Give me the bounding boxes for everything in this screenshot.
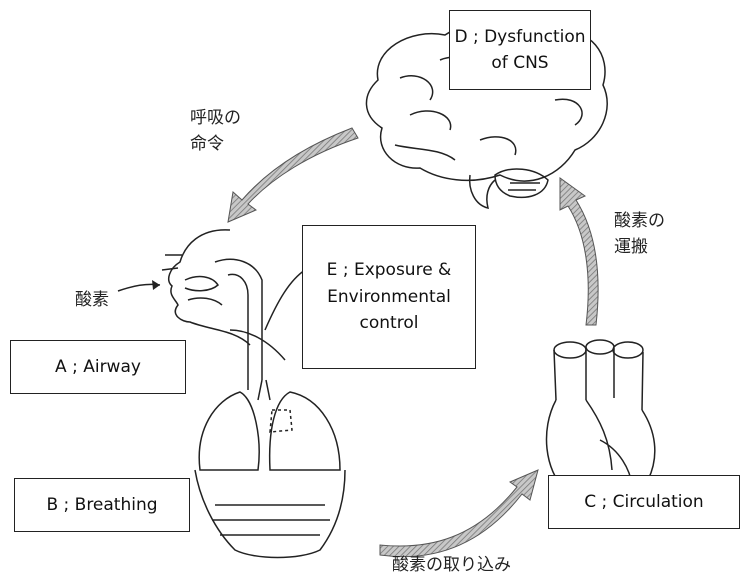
box-a-airway: A ; Airway [10, 340, 186, 394]
box-e-line1: E ; Exposure & [327, 257, 452, 283]
arrow-oxygen-transport [560, 178, 598, 325]
box-d-dysfunction-cns: D ; Dysfunction of CNS [449, 10, 591, 90]
box-e-line2: Environmental [327, 284, 451, 310]
box-d-line1: D ; Dysfunction [454, 24, 585, 50]
label-breathing-command: 呼吸の 命令 [190, 105, 241, 158]
box-e-exposure: E ; Exposure & Environmental control [302, 225, 476, 369]
box-a-label: A ; Airway [55, 354, 141, 380]
arrowhead-oxygen-inhale [152, 280, 160, 290]
box-e-line3: control [360, 310, 419, 336]
label-oxygen-transport-line2: 運搬 [614, 234, 665, 260]
box-d-line2: of CNS [491, 50, 548, 76]
label-breathing-command-line2: 命令 [190, 131, 241, 157]
arrow-oxygen-uptake [380, 470, 538, 557]
box-b-breathing: B ; Breathing [14, 478, 190, 532]
label-oxygen-transport-line1: 酸素の [614, 208, 665, 234]
lungs-illustration [195, 380, 345, 558]
box-c-circulation: C ; Circulation [548, 475, 740, 529]
arrow-breathing-command [228, 128, 358, 222]
box-c-label: C ; Circulation [584, 489, 703, 515]
label-breathing-command-line1: 呼吸の [190, 105, 241, 131]
label-oxygen: 酸素 [75, 287, 109, 313]
label-oxygen-uptake: 酸素の取り込み [392, 552, 511, 578]
label-oxygen-transport: 酸素の 運搬 [614, 208, 665, 261]
box-b-label: B ; Breathing [46, 492, 157, 518]
